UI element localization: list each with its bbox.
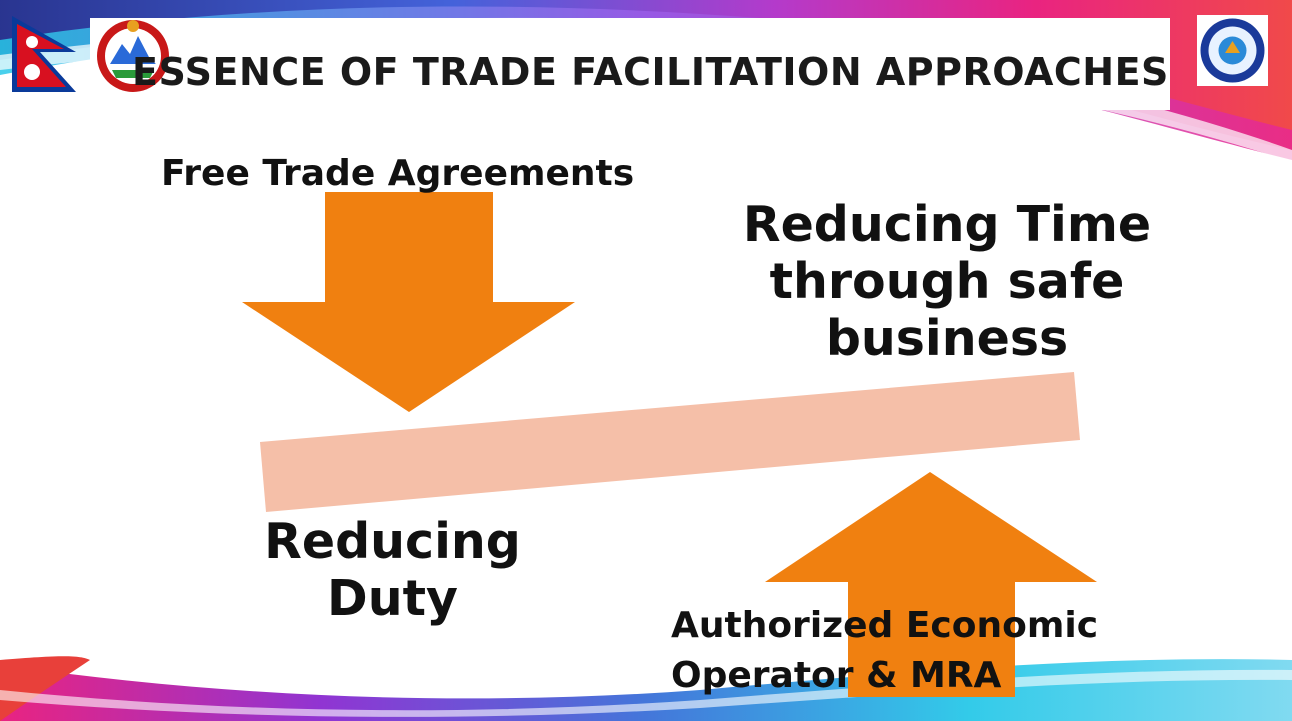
slide-title: ESSENCE OF TRADE FACILITATION APPROACHES [132, 50, 1169, 94]
down-arrow [242, 192, 575, 412]
bottom-arrow-label-line1: Authorized Economic [671, 605, 1099, 646]
up-arrow [765, 472, 1097, 697]
reducing-time-text: Reducing Time through safe business [742, 196, 1152, 367]
reducing-duty-text: Reducing Duty [264, 513, 521, 627]
top-arrow-label: Free Trade Agreements [161, 153, 635, 194]
bottom-arrow-label: Authorized Economic Operator & MRA [671, 601, 1098, 701]
nepal-emblem-icon [97, 20, 169, 92]
nepal-flag-icon [12, 16, 76, 92]
balance-bar [260, 372, 1080, 512]
customs-logo-icon [1197, 15, 1268, 86]
bottom-arrow-label-line2: Operator & MRA [671, 655, 1002, 696]
